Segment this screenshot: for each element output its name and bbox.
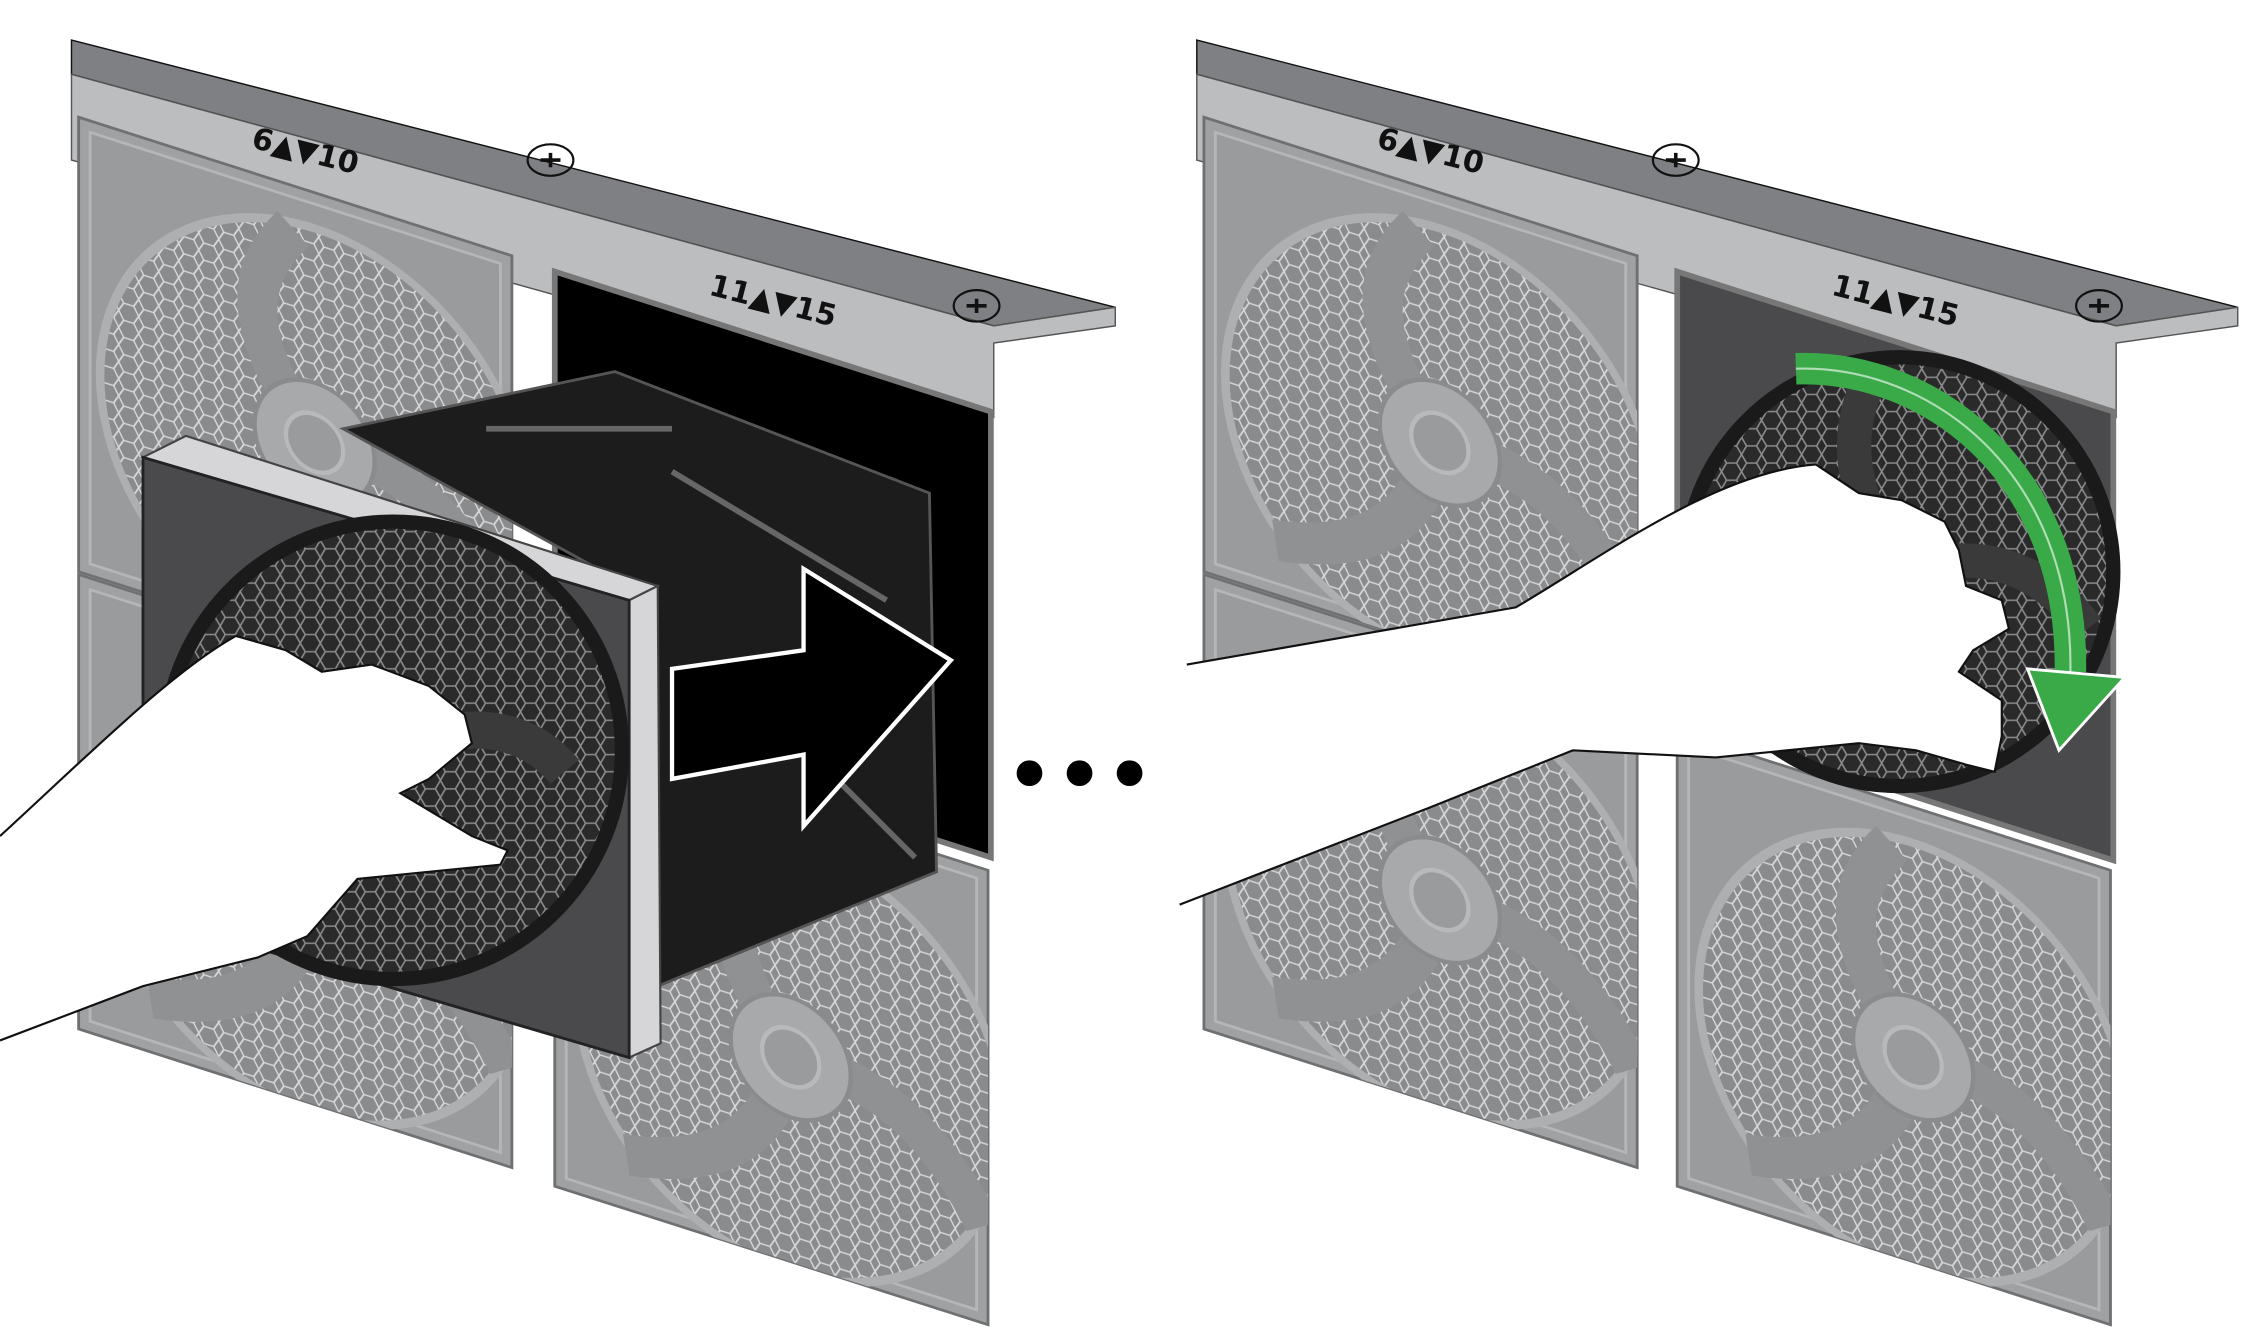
rotate-clockwise-arrow-icon xyxy=(1795,352,2128,754)
hand-left xyxy=(0,634,510,1042)
step2-panel: 6▲▼10 11▲▼15 xyxy=(1179,39,2239,1332)
step1-panel: 6▲▼10 11▲▼15 xyxy=(0,39,1116,1332)
step-separator xyxy=(1016,760,1143,787)
insert-arrow-icon xyxy=(669,564,955,832)
hand-right xyxy=(1179,463,2011,906)
